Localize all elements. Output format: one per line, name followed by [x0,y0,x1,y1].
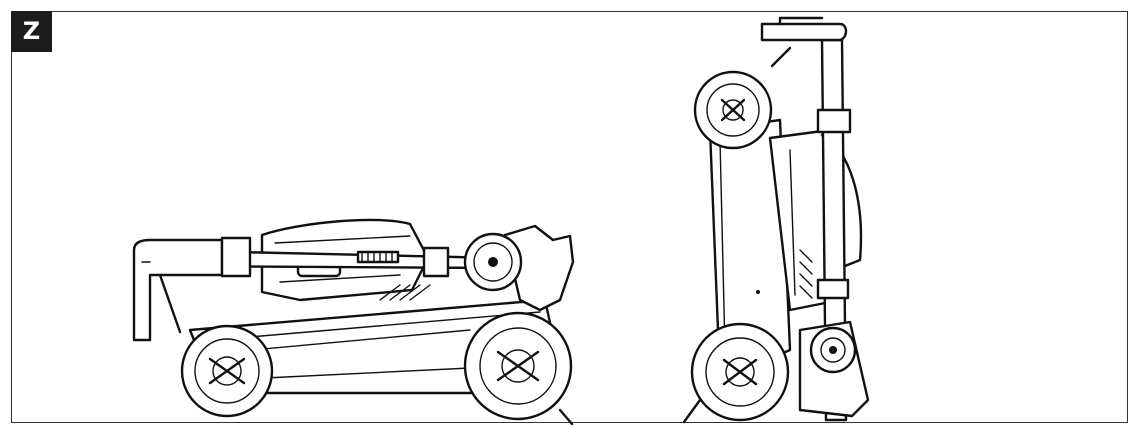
mower-upright-storage-icon [682,16,870,424]
wheel-top-right [693,70,773,150]
wheel-bottom-right [690,322,790,422]
figure-label: Z [11,11,52,52]
wheel-front-left [463,311,573,421]
wheel-rear-left [180,324,274,418]
mower-folded-side-icon [132,218,575,426]
